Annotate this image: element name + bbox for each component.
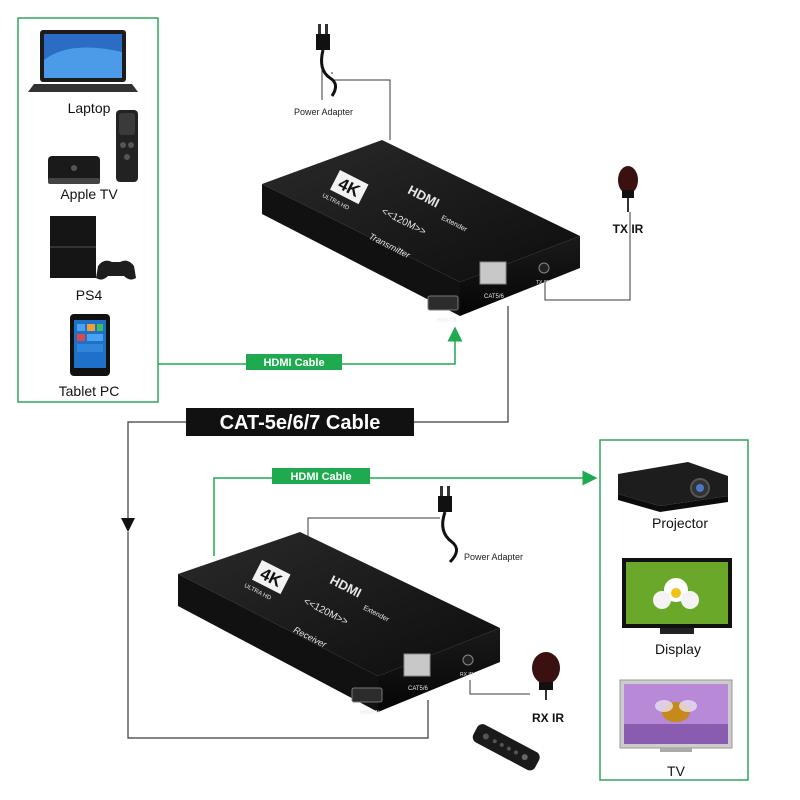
- tx-power-line: [321, 66, 391, 140]
- hdmi-cable-out-tag: HDMI Cable: [272, 468, 370, 484]
- tx-port-hdmi-label: HDMI IN: [437, 318, 457, 324]
- receiver-unit: 4K ULTRA HD HDMI Extender <<120M>> Recei…: [178, 532, 500, 716]
- transmitter-unit: 4K ULTRA HD HDMI Extender <<120M>> Trans…: [262, 140, 580, 324]
- cat-arrow-down-icon: [121, 518, 135, 532]
- remote-control-icon: [472, 724, 540, 771]
- cat-cable-tag: CAT-5e/6/7 Cable: [186, 408, 414, 436]
- tx-ir-label: TX IR: [613, 222, 644, 236]
- rx-power-label: Power Adapter: [464, 552, 523, 562]
- rx-port-cat-label: CAT5/6: [408, 686, 429, 692]
- source-label-tablet: Tablet PC: [59, 383, 120, 399]
- tx-ir-port: [538, 262, 550, 274]
- ps4-icon: [50, 216, 136, 280]
- hdmi-cable-out-line: [213, 470, 598, 556]
- hdmi-cable-out-label: HDMI Cable: [290, 471, 351, 483]
- rx-ir-port: [462, 654, 474, 666]
- cat-cable-label: CAT-5e/6/7 Cable: [220, 412, 381, 434]
- rx-ir-label: RX IR: [532, 711, 564, 725]
- tx-cat-port: [479, 261, 507, 285]
- tx-ir-sensor-icon: [618, 166, 638, 212]
- hdmi-cable-in-label: HDMI Cable: [263, 357, 324, 369]
- hdmi-cable-in-tag: HDMI Cable: [246, 354, 342, 370]
- tx-hdmi-port: [427, 295, 459, 311]
- display-icon: [622, 558, 732, 634]
- display-label-tv: TV: [667, 763, 686, 779]
- tx-power-adapter-icon: [316, 24, 337, 97]
- display-label-display: Display: [655, 641, 701, 657]
- rx-port-hdmi-label: HDMI IN: [360, 710, 380, 716]
- laptop-icon: [28, 30, 138, 92]
- source-label-ps4: PS4: [76, 287, 103, 303]
- projector-icon: [618, 462, 728, 512]
- source-devices-panel: Laptop Apple TV PS4: [17, 17, 159, 403]
- cat-cable-to-rx-line: [127, 532, 429, 739]
- source-label-apple-tv: Apple TV: [60, 186, 118, 202]
- tablet-icon: [70, 314, 110, 376]
- rx-ir-line: [469, 680, 530, 695]
- tx-port-ir-label: TX IR: [536, 280, 549, 286]
- source-label-laptop: Laptop: [68, 100, 111, 116]
- tx-ir-line: [544, 212, 631, 301]
- display-label-projector: Projector: [652, 515, 708, 531]
- rx-power-line: [307, 517, 440, 548]
- rx-hdmi-port: [351, 687, 383, 703]
- apple-tv-icon: [48, 110, 138, 184]
- tv-icon: [619, 679, 733, 752]
- rx-ir-sensor-icon: [532, 652, 560, 700]
- rx-power-adapter-icon: [438, 486, 458, 564]
- rx-port-ir-label: RX IR: [460, 672, 474, 678]
- tx-power-label: Power Adapter: [294, 107, 353, 117]
- tx-port-cat-label: CAT5/6: [484, 294, 505, 300]
- rx-cat-port: [403, 653, 431, 677]
- display-devices-panel: Projector Display TV: [599, 439, 749, 781]
